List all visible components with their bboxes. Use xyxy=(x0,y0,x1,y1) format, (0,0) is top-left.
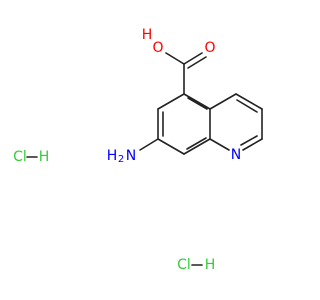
bond-c5-c4a xyxy=(183,93,211,110)
atom-h-amine-subscript: 2 xyxy=(118,154,124,165)
bond-c2-n1-inner xyxy=(240,135,258,146)
bond-c8-c7 xyxy=(157,138,185,155)
bond-c6-c5 xyxy=(157,93,185,110)
atom-h-hydroxyl: H xyxy=(142,27,153,43)
hcl-2-h: H xyxy=(205,257,216,273)
bond-c4-c3 xyxy=(235,93,263,110)
bond-c2-n1 xyxy=(242,138,263,151)
atom-n-ring: N xyxy=(231,147,241,163)
bond-c4-c3-inner xyxy=(236,99,258,113)
bond-c4a-c4a-inner xyxy=(187,97,208,110)
bond-c8a-c8-inner xyxy=(186,137,207,150)
structure-canvas: H O O N H 2 N Cl H Cl H xyxy=(13,27,263,273)
chemical-structure: H O O N H 2 N Cl H Cl H xyxy=(13,27,263,273)
bond-c4a-c4 xyxy=(209,93,237,110)
bond-c-oh xyxy=(165,52,185,65)
atom-n-amine: N xyxy=(126,148,136,164)
atom-o-carbonyl: O xyxy=(204,40,215,56)
bond-n1-c8a xyxy=(209,138,230,151)
atom-o-hydroxyl: O xyxy=(152,40,163,56)
bond-c8a-c8 xyxy=(183,138,211,155)
bond-c-o-double-2 xyxy=(187,56,207,69)
bond-c-o-double-1 xyxy=(183,52,203,65)
atom-h-amine: H xyxy=(107,148,118,164)
bond-c7-nh2 xyxy=(139,138,159,151)
hcl-1-h: H xyxy=(39,149,50,165)
hcl-2-cl: Cl xyxy=(177,257,191,273)
hcl-1-cl: Cl xyxy=(13,149,27,165)
